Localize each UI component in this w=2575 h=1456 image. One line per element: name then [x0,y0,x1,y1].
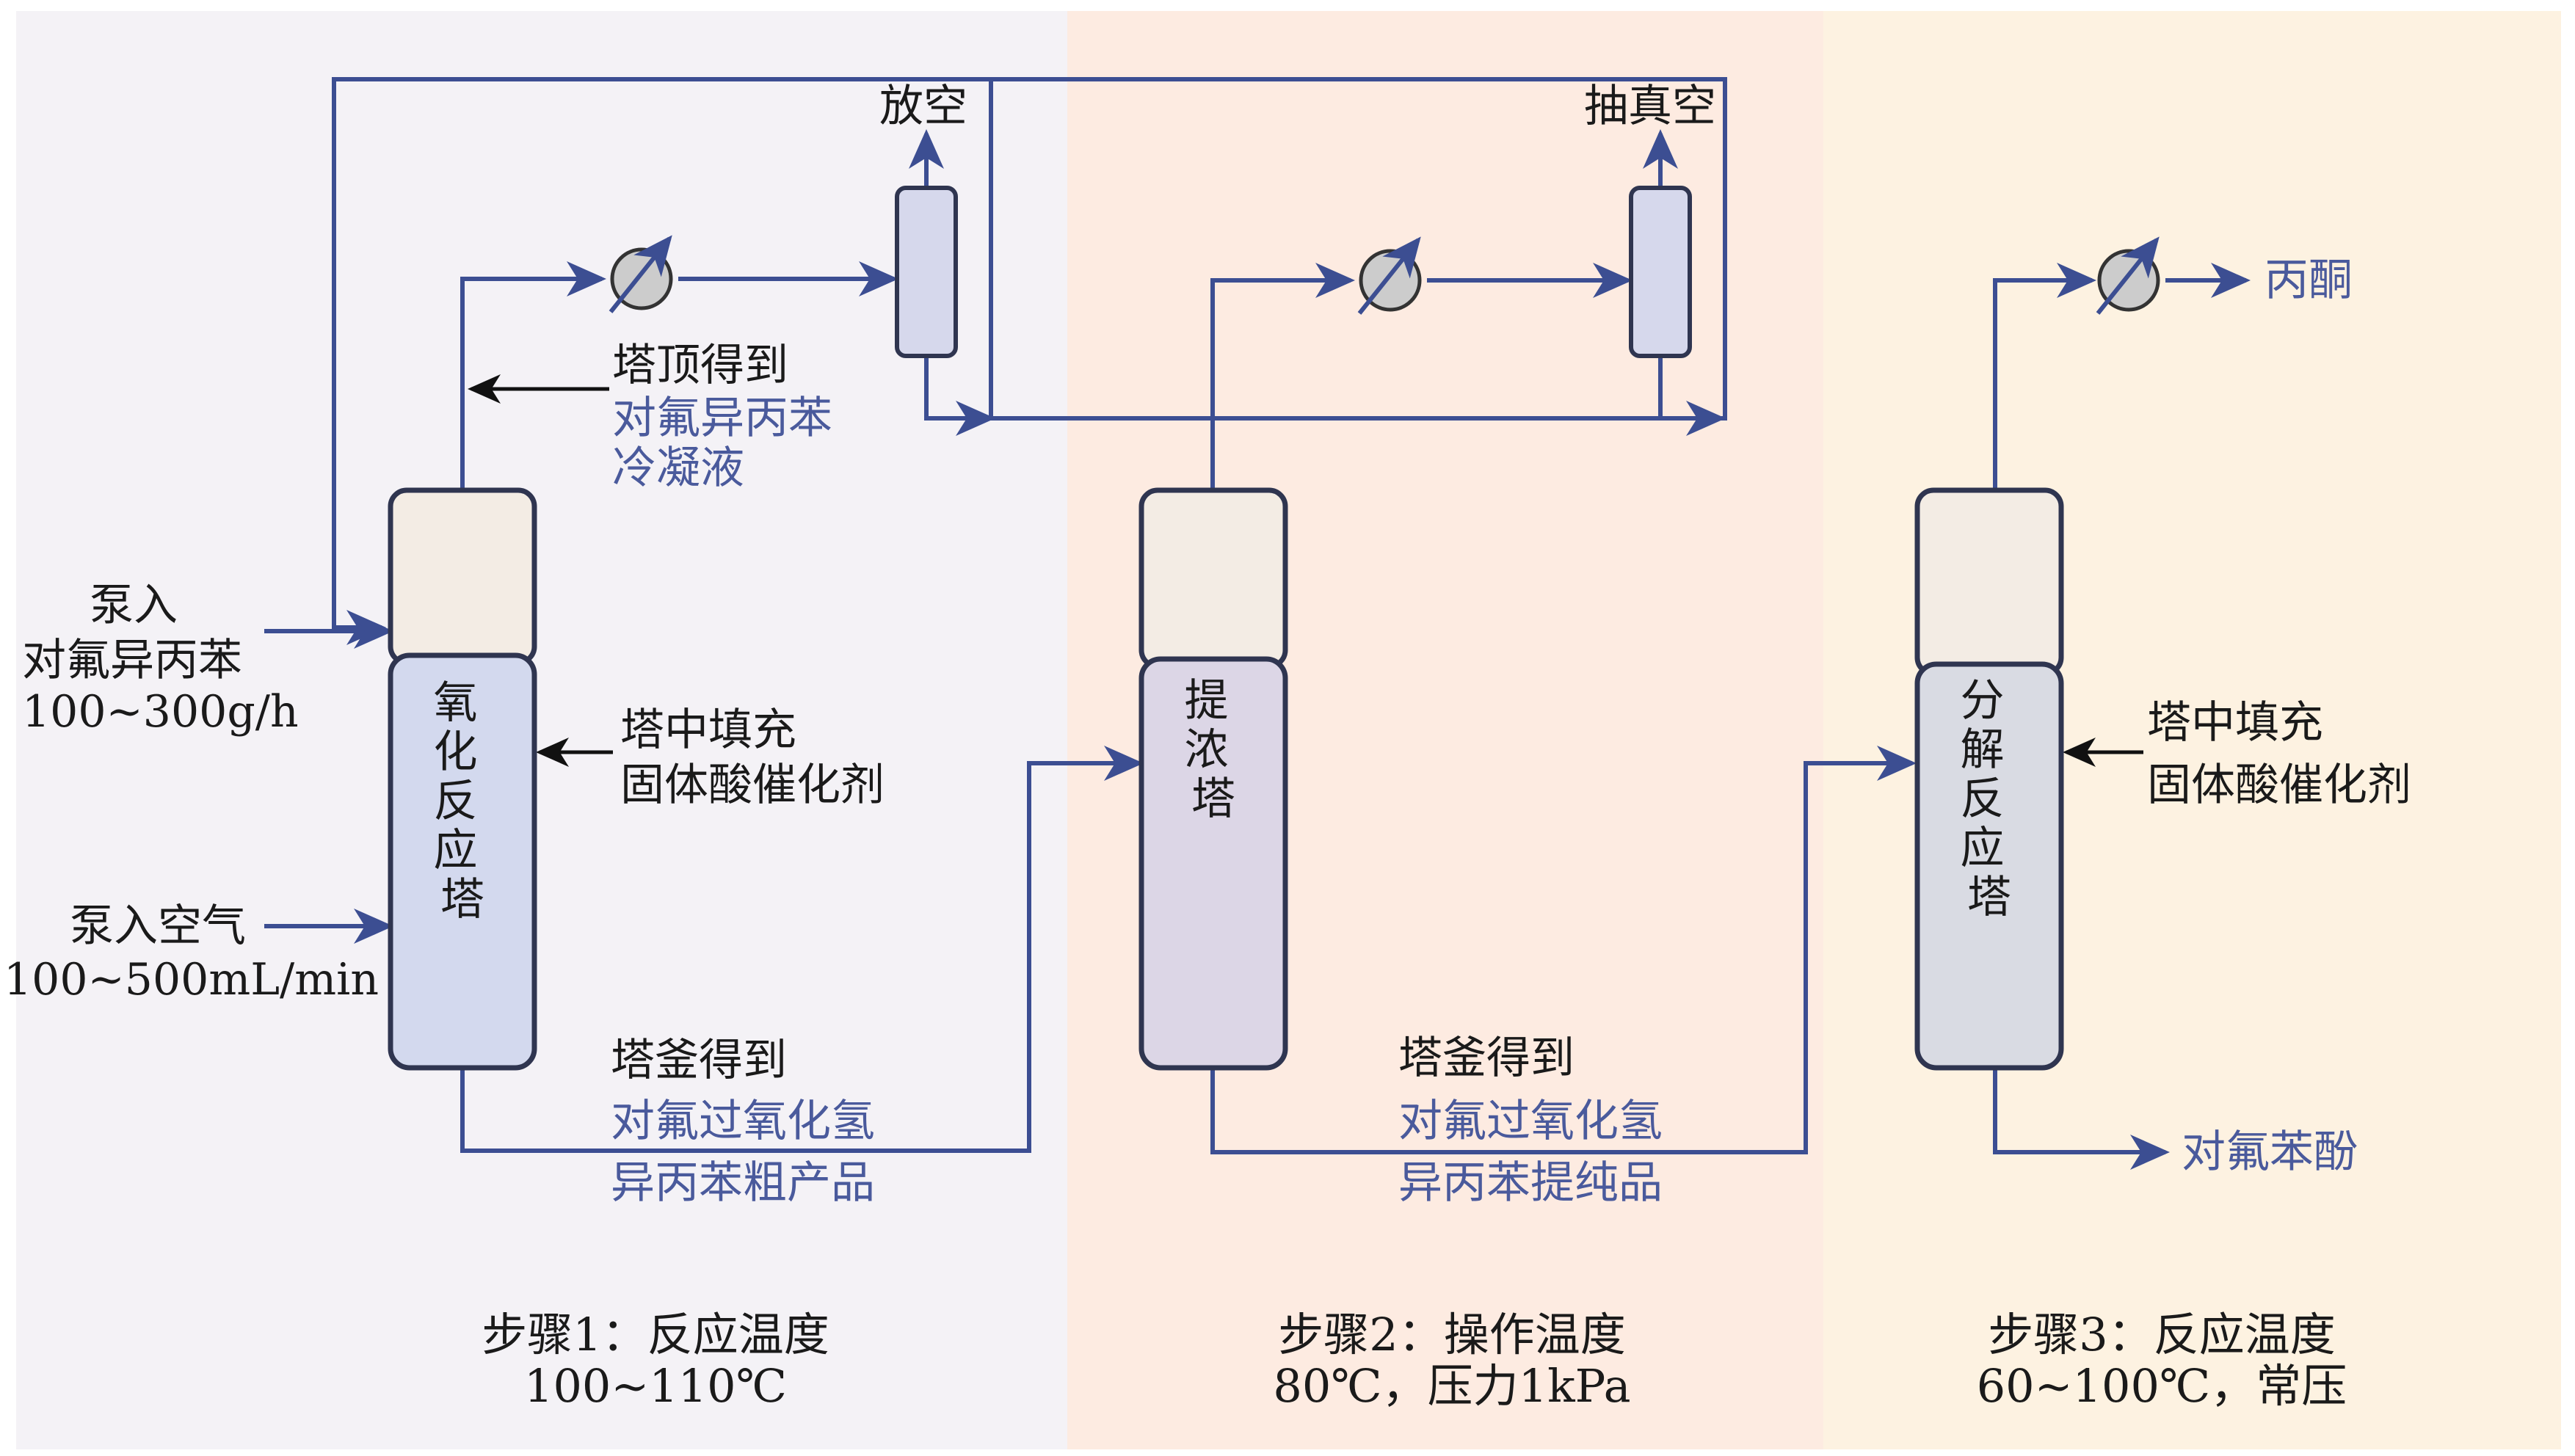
concentration-column-char: 提 [1184,675,1228,727]
air-in-label: 泵入空气 [70,900,246,952]
svg-text:分 解 反 应: 分 解 反 应 塔 [1960,675,2018,923]
bottom-product-2-line1: 对氟过氧化氢 [1398,1096,1663,1147]
top-product-label-1: 对氟异丙苯 [612,393,832,444]
oxidation-column: 氧 化 反 应 塔 [388,487,537,1071]
bottom-product-1-line1: 对氟过氧化氢 [611,1096,875,1147]
acetone-label: 丙酮 [2265,255,2353,306]
decomposition-column-body [1914,661,2064,1071]
fill-label-2: 固体酸催化剂 [620,760,885,811]
column2-bottom-line [1210,746,1917,1154]
concentration-column-top [1138,487,1288,669]
fluorophenol-out-line [1993,1068,2170,1170]
condenser-2 [1629,186,1692,358]
oxidation-column-char: 应 [433,825,477,876]
heat-exchanger-1-icon [609,235,673,313]
fluorophenol-label: 对氟苯酚 [2182,1126,2358,1178]
step2-value: 80℃，压力1kPa [1273,1359,1630,1413]
bottom-obtain-label-2: 塔釜得到 [1398,1033,1575,1084]
fill-label-3a: 塔中填充 [2147,697,2323,749]
decomposition-column-top [1914,487,2064,677]
condenser1-bottom-line [924,356,995,436]
pump-in-label: 泵入 [90,580,178,631]
oxidation-column-char: 塔 [440,874,484,925]
column1-bottom-line [460,746,1144,1153]
top-obtain-label: 塔顶得到 [612,340,788,391]
step3-title: 步骤3：反应温度 [1988,1308,2335,1361]
oxidation-column-top [388,487,537,666]
fill-label-3b: 固体酸催化剂 [2147,760,2411,811]
heat-exchanger-2-icon [1357,236,1422,315]
vent-label: 放空 [879,81,967,132]
concentration-column-char: 塔 [1191,774,1235,825]
step1-value: 100~110℃ [524,1359,787,1413]
vacuum-label: 抽真空 [1584,81,1716,132]
fill-label-1: 塔中填充 [620,705,796,756]
decomposition-column-char: 解 [1960,724,2004,776]
decomposition-column-char: 反 [1960,774,2004,825]
svg-text:提 浓 塔: 提 浓 塔 [1184,675,1242,825]
column3-overhead-line [1993,263,2096,490]
feed-name-label: 对氟异丙苯 [22,635,242,686]
decomposition-column-char: 分 [1960,675,2004,727]
bottom-obtain-label-1: 塔釜得到 [611,1035,787,1086]
step3-value: 60~100℃，常压 [1977,1359,2347,1413]
step1-title: 步骤1：反应温度 [482,1308,829,1361]
decomposition-column-char: 应 [1960,823,2004,874]
air-rate-label: 100~500mL/min [4,954,379,1005]
concentration-column: 提 浓 塔 [1138,487,1288,1071]
step2-title: 步骤2：操作温度 [1278,1308,1625,1361]
oxidation-column-char: 氧 [433,677,477,729]
condenser-1 [895,186,958,358]
oxidation-column-char: 反 [433,776,477,827]
concentration-column-char: 浓 [1184,724,1228,776]
concentration-column-body [1138,656,1288,1071]
heat-exchanger-3-icon [2096,236,2160,315]
feed-rate-label: 100~300g/h [22,686,299,738]
bottom-product-1-line2: 异丙苯粗产品 [611,1157,875,1209]
oxidation-column-body [388,652,537,1071]
top-product-label-2: 冷凝液 [612,443,744,494]
recycle-line [332,77,1727,645]
oxidation-column-char: 化 [433,727,477,778]
svg-text:氧 化 反 应: 氧 化 反 应 塔 [433,677,491,925]
bottom-product-2-line2: 异丙苯提纯品 [1398,1157,1663,1209]
condenser2-bottom-line [1658,356,1726,436]
column1-overhead-line [460,261,606,490]
decomposition-column: 分 解 反 应 塔 [1914,487,2064,1071]
step1-zone [16,11,1067,1449]
decomposition-column-char: 塔 [1967,872,2011,923]
column2-overhead-line [1210,263,1355,490]
